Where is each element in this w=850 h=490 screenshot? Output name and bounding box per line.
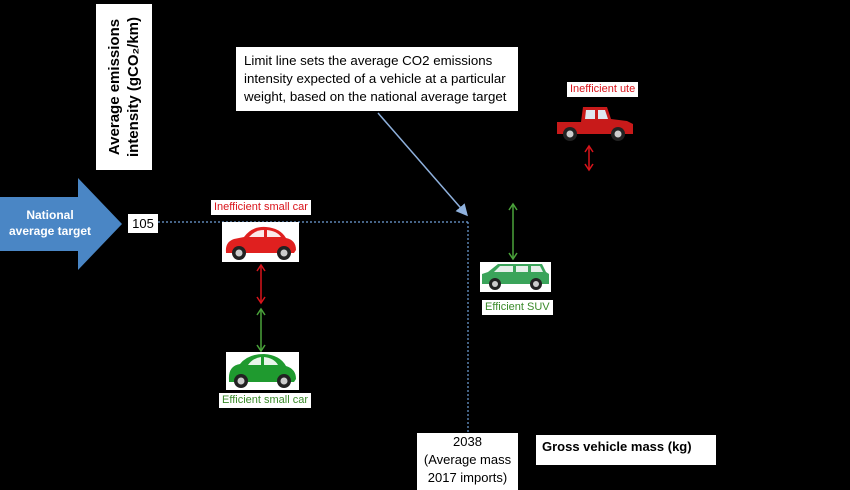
red-car-icon — [222, 222, 299, 262]
inefficient-small-car-label: Inefficient small car — [211, 200, 311, 215]
green-double-arrow-small-car — [256, 307, 266, 353]
inefficient-ute-label: Inefficient ute — [567, 82, 639, 97]
red-double-arrow-ute — [584, 144, 594, 172]
national-target-arrow — [0, 178, 122, 270]
x-value-label: 2038 (Average mass 2017 imports) — [417, 433, 518, 490]
red-double-arrow-small-car — [256, 263, 266, 305]
callout-text: Limit line sets the average CO2 emission… — [244, 53, 507, 104]
red-ute-icon — [555, 104, 635, 144]
callout-arrow — [377, 112, 468, 217]
efficient-suv-label: Efficient SUV — [482, 300, 553, 315]
y-axis-label-box: Average emissions intensity (gCO₂/km) — [96, 4, 152, 170]
limit-line-callout: Limit line sets the average CO2 emission… — [236, 47, 518, 111]
y-value-label: 105 — [128, 214, 158, 233]
green-double-arrow-suv — [508, 202, 518, 261]
x-axis-label: Gross vehicle mass (kg) — [536, 435, 716, 465]
efficient-small-car-label: Efficient small car — [219, 393, 311, 408]
green-suv-icon — [480, 262, 551, 292]
green-car-icon — [226, 352, 299, 390]
national-target-label: National average target — [8, 208, 92, 238]
